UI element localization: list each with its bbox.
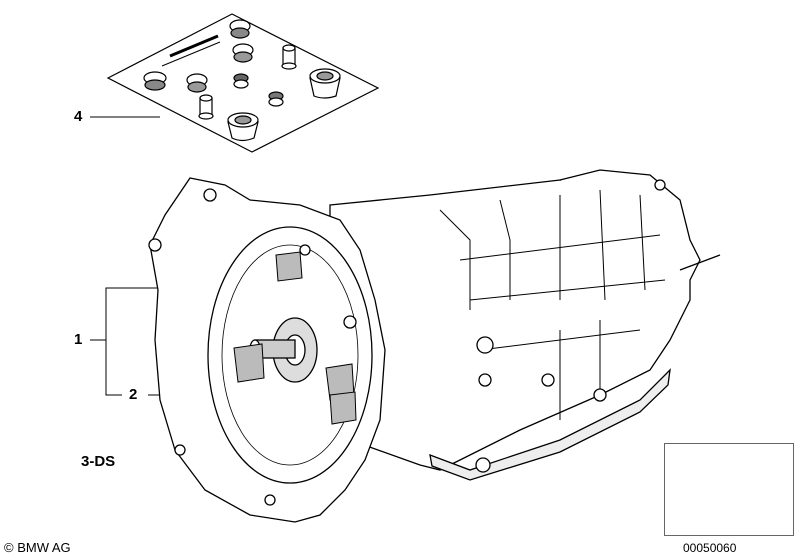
callout-item-4: 4 — [74, 108, 83, 125]
image-number: 00050060 — [683, 541, 737, 555]
callout-item-2: 2 — [129, 386, 138, 403]
variant-label: 3-DS — [81, 453, 116, 470]
parts-kit-illustration — [106, 13, 380, 153]
vehicle-locator-frame — [664, 443, 794, 536]
transmission-illustration — [148, 169, 721, 523]
callout-item-1: 1 — [74, 331, 83, 348]
copyright-text: © BMW AG — [4, 540, 71, 555]
